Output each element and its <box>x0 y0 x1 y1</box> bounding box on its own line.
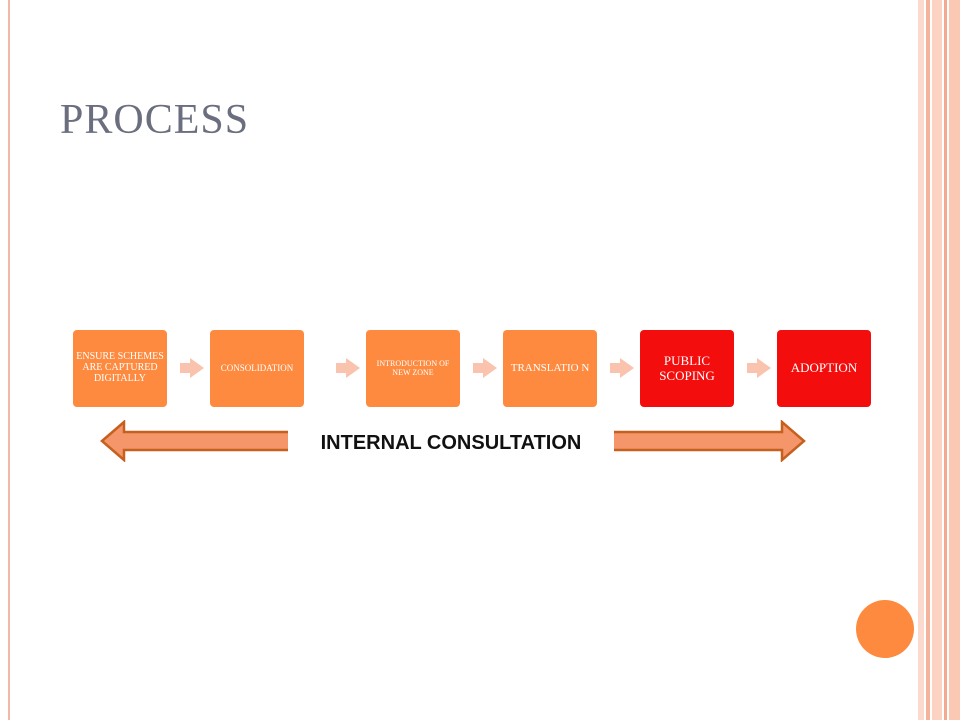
step-label: ADOPTION <box>790 360 858 376</box>
step-consolidation: CONSOLIDATION <box>210 330 304 407</box>
chevron-right-icon <box>336 358 360 378</box>
slide-title: PROCESS <box>60 97 250 143</box>
step-label: PUBLIC SCOPING <box>659 353 715 383</box>
step-public-scoping: PUBLIC SCOPING <box>640 330 734 407</box>
internal-consultation-label: INTERNAL CONSULTATION <box>288 428 614 458</box>
step-label: INTRODUCTION OF NEW ZONE <box>376 358 450 377</box>
chevron-right-icon <box>747 358 771 378</box>
step-adoption: ADOPTION <box>777 330 871 407</box>
chevron-right-icon <box>610 358 634 378</box>
right-decorative-stripes <box>918 0 960 720</box>
chevron-right-icon <box>473 358 497 378</box>
step-ensure-schemes: ENSURE SCHEMES ARE CAPTURED DIGITALLY <box>73 330 167 407</box>
decorative-circle <box>856 600 914 658</box>
step-label: ENSURE SCHEMES ARE CAPTURED DIGITALLY <box>76 351 164 384</box>
step-translation: TRANSLATIO N <box>503 330 597 407</box>
step-label: CONSOLIDATION <box>220 362 294 373</box>
left-accent-rule <box>8 0 10 720</box>
chevron-right-icon <box>180 358 204 378</box>
step-label: TRANSLATIO N <box>510 361 590 374</box>
step-introduction-of-new-zone: INTRODUCTION OF NEW ZONE <box>366 330 460 407</box>
